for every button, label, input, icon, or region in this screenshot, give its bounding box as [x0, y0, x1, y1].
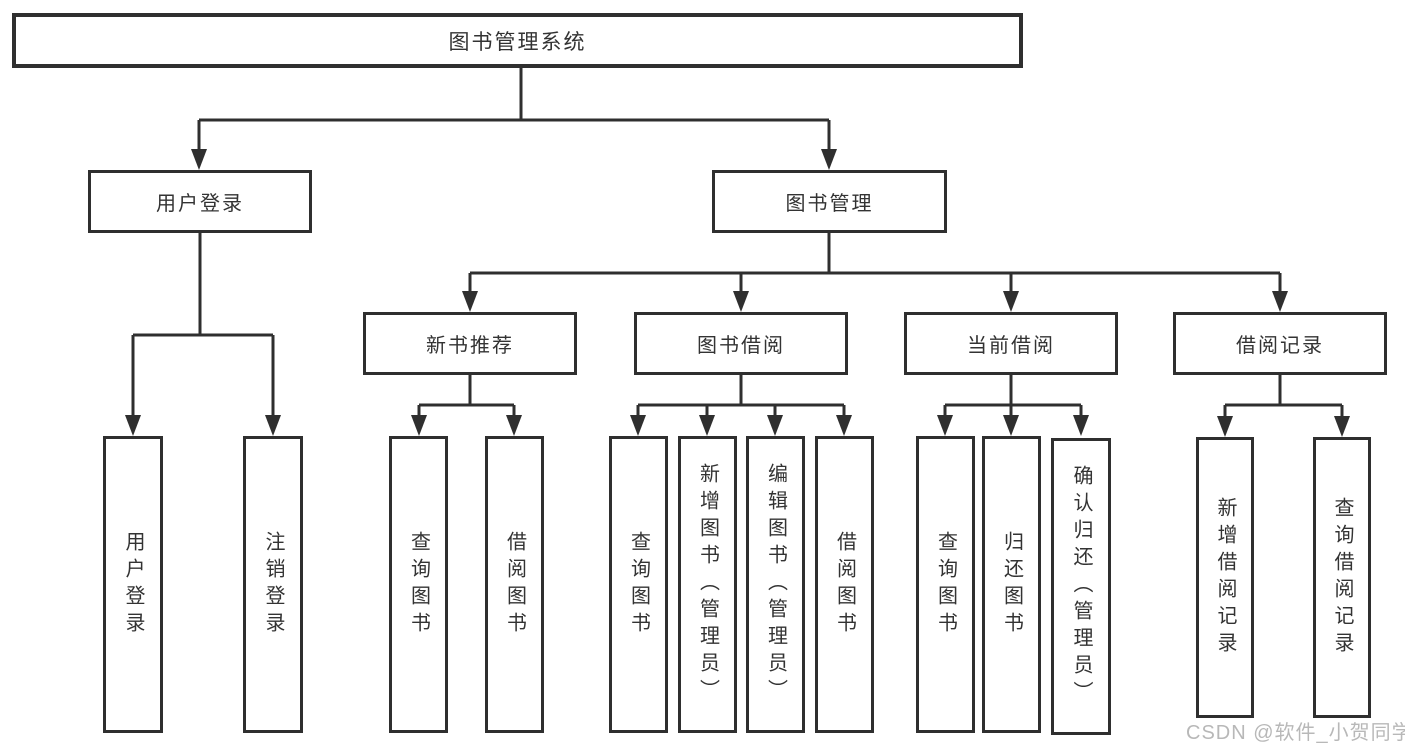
- node-borrow-books-recommend: 借阅图书: [485, 436, 544, 733]
- node-borrowing-records-label: 借阅记录: [1236, 335, 1324, 357]
- node-new-book-recommendation: 新书推荐: [363, 312, 577, 375]
- node-confirm-return-admin: 确认归还（管理员）: [1051, 438, 1111, 735]
- node-confirm-return-admin-label: 确认归还（管理员）: [1070, 465, 1092, 708]
- node-book-management-branch: 图书管理: [712, 170, 947, 233]
- node-logout-login: 注销登录: [243, 436, 303, 733]
- node-book-borrowing-label: 图书借阅: [697, 335, 785, 357]
- node-user-login-branch-label: 用户登录: [156, 193, 244, 215]
- node-add-books-admin: 新增图书（管理员）: [678, 436, 737, 733]
- connector-arrowheads: [125, 149, 1350, 437]
- node-logout-login-label: 注销登录: [262, 530, 284, 639]
- node-borrow-books-label: 借阅图书: [833, 530, 856, 639]
- node-borrow-books-recommend-label: 借阅图书: [503, 530, 526, 639]
- node-query-books-borrowing-label: 查询图书: [627, 530, 650, 639]
- node-query-books-current: 查询图书: [916, 436, 975, 733]
- connector-paths: [131, 68, 1344, 423]
- node-current-borrowing: 当前借阅: [904, 312, 1118, 375]
- node-new-book-recommendation-label: 新书推荐: [426, 335, 514, 357]
- node-query-books-current-label: 查询图书: [934, 530, 957, 639]
- node-edit-books-admin-label: 编辑图书（管理员）: [764, 463, 787, 706]
- node-query-books-recommend-label: 查询图书: [407, 530, 430, 639]
- node-current-borrowing-label: 当前借阅: [967, 335, 1055, 357]
- node-return-books-label: 归还图书: [1000, 530, 1023, 639]
- node-query-borrow-record-label: 查询借阅记录: [1331, 496, 1353, 659]
- node-user-login-label: 用户登录: [122, 530, 144, 639]
- node-query-books-recommend: 查询图书: [389, 436, 448, 733]
- node-add-books-admin-label: 新增图书（管理员）: [696, 463, 719, 706]
- node-add-borrow-record: 新增借阅记录: [1196, 437, 1254, 718]
- node-library-system-label: 图书管理系统: [448, 30, 587, 54]
- node-book-borrowing: 图书借阅: [634, 312, 848, 375]
- node-query-books-borrowing: 查询图书: [609, 436, 668, 733]
- node-query-borrow-record: 查询借阅记录: [1313, 437, 1371, 718]
- node-user-login-branch: 用户登录: [88, 170, 312, 233]
- node-user-login: 用户登录: [103, 436, 163, 733]
- node-edit-books-admin: 编辑图书（管理员）: [746, 436, 805, 733]
- node-book-management-branch-label: 图书管理: [785, 193, 874, 215]
- node-borrow-books: 借阅图书: [815, 436, 874, 733]
- node-library-system: 图书管理系统: [12, 13, 1023, 68]
- node-return-books: 归还图书: [982, 436, 1041, 733]
- watermark: CSDN @软件_小贺同学: [1186, 722, 1405, 744]
- node-add-borrow-record-label: 新增借阅记录: [1214, 496, 1236, 659]
- node-borrowing-records: 借阅记录: [1173, 312, 1387, 375]
